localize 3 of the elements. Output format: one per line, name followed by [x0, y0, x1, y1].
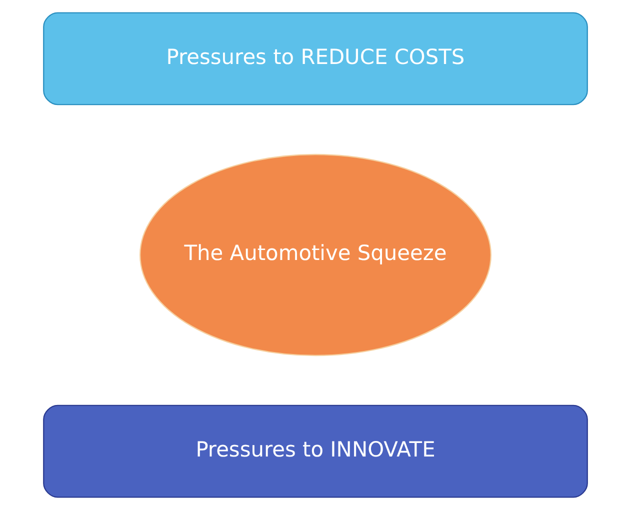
node-ellipse: The Automotive Squeeze: [140, 154, 492, 356]
node-box: Pressures to INNOVATE: [43, 404, 588, 498]
node-box: Pressures to REDUCE COSTS: [43, 12, 588, 106]
